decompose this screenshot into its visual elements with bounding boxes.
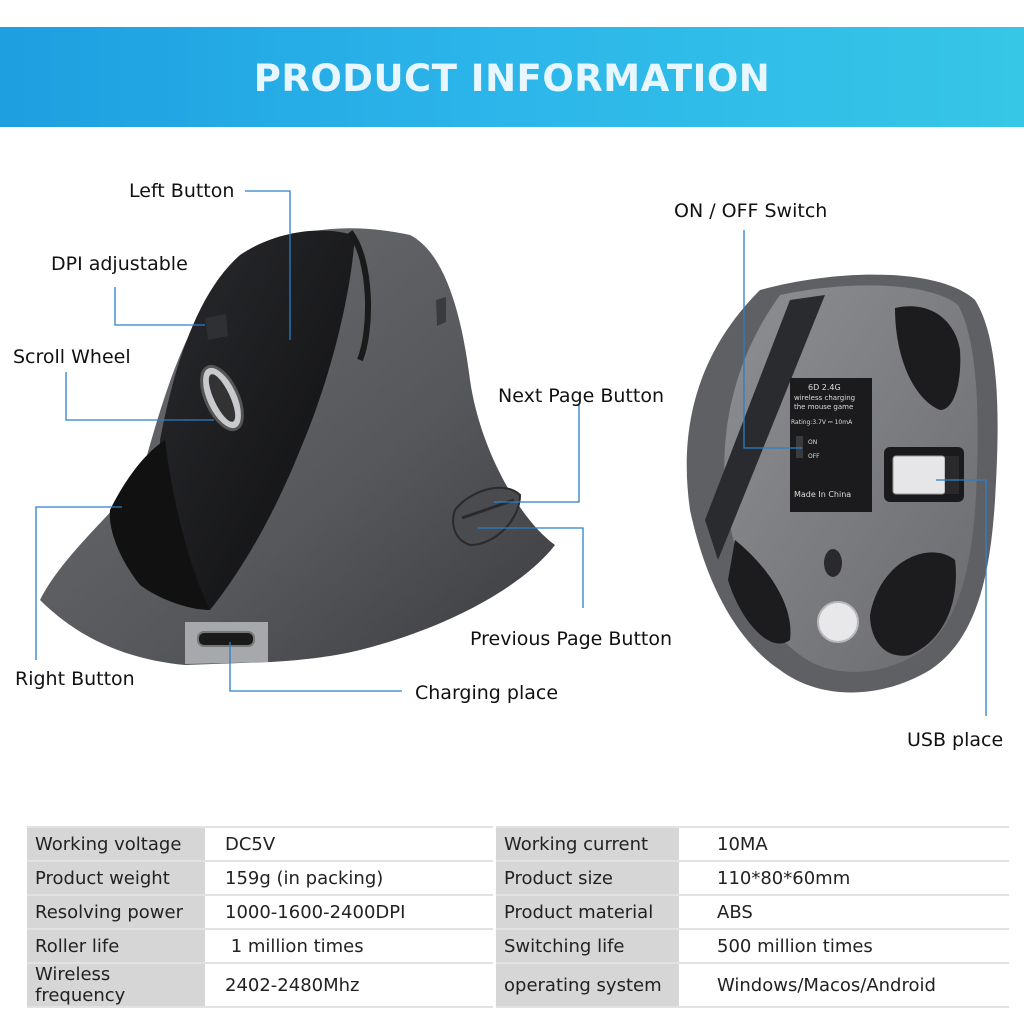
spec-value: 159g (in packing) bbox=[205, 861, 495, 896]
callout-dpi-adjustable: DPI adjustable bbox=[51, 253, 188, 275]
spec-value: ABS bbox=[679, 895, 1009, 930]
table-row: Product weight 159g (in packing) Product… bbox=[27, 861, 1009, 896]
spec-value: Windows/Macos/Android bbox=[679, 963, 1009, 1008]
spec-table: Working voltage DC5V Working current 10M… bbox=[27, 826, 1009, 1008]
spec-key: Working current bbox=[493, 826, 679, 862]
switch-off-label: OFF bbox=[808, 453, 820, 460]
vent-slots bbox=[705, 295, 825, 560]
sticker-line1: 6D 2.4G bbox=[808, 383, 841, 392]
callout-right-button: Right Button bbox=[15, 668, 135, 690]
spec-key: Product weight bbox=[27, 861, 205, 896]
spec-key: Product material bbox=[493, 895, 679, 930]
spec-value: 1 million times bbox=[205, 929, 495, 964]
mouse-bottom-view: 6D 2.4G wireless charging the mouse game… bbox=[686, 274, 998, 693]
sticker-made-in: Made In China bbox=[794, 490, 851, 499]
header-banner: PRODUCT INFORMATION bbox=[0, 27, 1024, 127]
sticker-line2: wireless charging bbox=[794, 394, 855, 402]
callout-usb-place: USB place bbox=[907, 729, 1004, 751]
callout-left-button: Left Button bbox=[129, 180, 235, 202]
sticker-line3: the mouse game bbox=[794, 403, 853, 411]
qc-sticker bbox=[817, 601, 859, 643]
spec-key: Switching life bbox=[493, 929, 679, 964]
info-sticker bbox=[790, 378, 872, 512]
callout-previous-page-button: Previous Page Button bbox=[470, 628, 673, 650]
power-switch bbox=[796, 436, 803, 458]
spec-key: Product size bbox=[493, 861, 679, 896]
banner-title: PRODUCT INFORMATION bbox=[253, 57, 771, 100]
table-row: Roller life 1 million times Switching li… bbox=[27, 929, 1009, 964]
dpi-button bbox=[205, 314, 228, 340]
switch-on-label: ON bbox=[808, 439, 817, 446]
foot-pad-bottom bbox=[870, 552, 956, 656]
foot-pad-top bbox=[895, 306, 961, 410]
spec-value: 2402-2480Mhz bbox=[205, 963, 495, 1008]
callout-charging-place: Charging place bbox=[415, 682, 559, 704]
table-row: Wireless frequency 2402-2480Mhz operatin… bbox=[27, 963, 1009, 1008]
spec-key: Wireless frequency bbox=[27, 963, 205, 1008]
left-button-ridge bbox=[347, 230, 372, 362]
spec-value: 1000-1600-2400DPI bbox=[205, 895, 495, 930]
side-top-bump bbox=[436, 297, 446, 326]
table-row: Resolving power 1000-1600-2400DPI Produc… bbox=[27, 895, 1009, 930]
spec-value: 110*80*60mm bbox=[679, 861, 1009, 896]
mouse-top-front bbox=[109, 440, 210, 610]
table-row: Working voltage DC5V Working current 10M… bbox=[27, 826, 1009, 862]
callout-on-off-switch: ON / OFF Switch bbox=[674, 200, 828, 222]
micro-usb-port bbox=[197, 631, 255, 647]
spec-key: Working voltage bbox=[27, 826, 205, 862]
spec-value: 10MA bbox=[679, 826, 1009, 862]
callout-next-page-button: Next Page Button bbox=[498, 385, 664, 407]
foot-pad-left bbox=[728, 540, 791, 644]
spec-key: operating system bbox=[493, 963, 679, 1008]
mouse-side-view bbox=[40, 228, 555, 666]
callout-lines bbox=[35, 190, 987, 716]
spec-value: DC5V bbox=[205, 826, 495, 862]
spec-key: Roller life bbox=[27, 929, 205, 964]
optical-sensor bbox=[824, 549, 842, 577]
spec-value: 500 million times bbox=[679, 929, 1009, 964]
spec-key: Resolving power bbox=[27, 895, 205, 930]
sticker-rating: Rating:3.7V ⎓ 10mA bbox=[791, 419, 853, 426]
callout-scroll-wheel: Scroll Wheel bbox=[13, 346, 131, 368]
